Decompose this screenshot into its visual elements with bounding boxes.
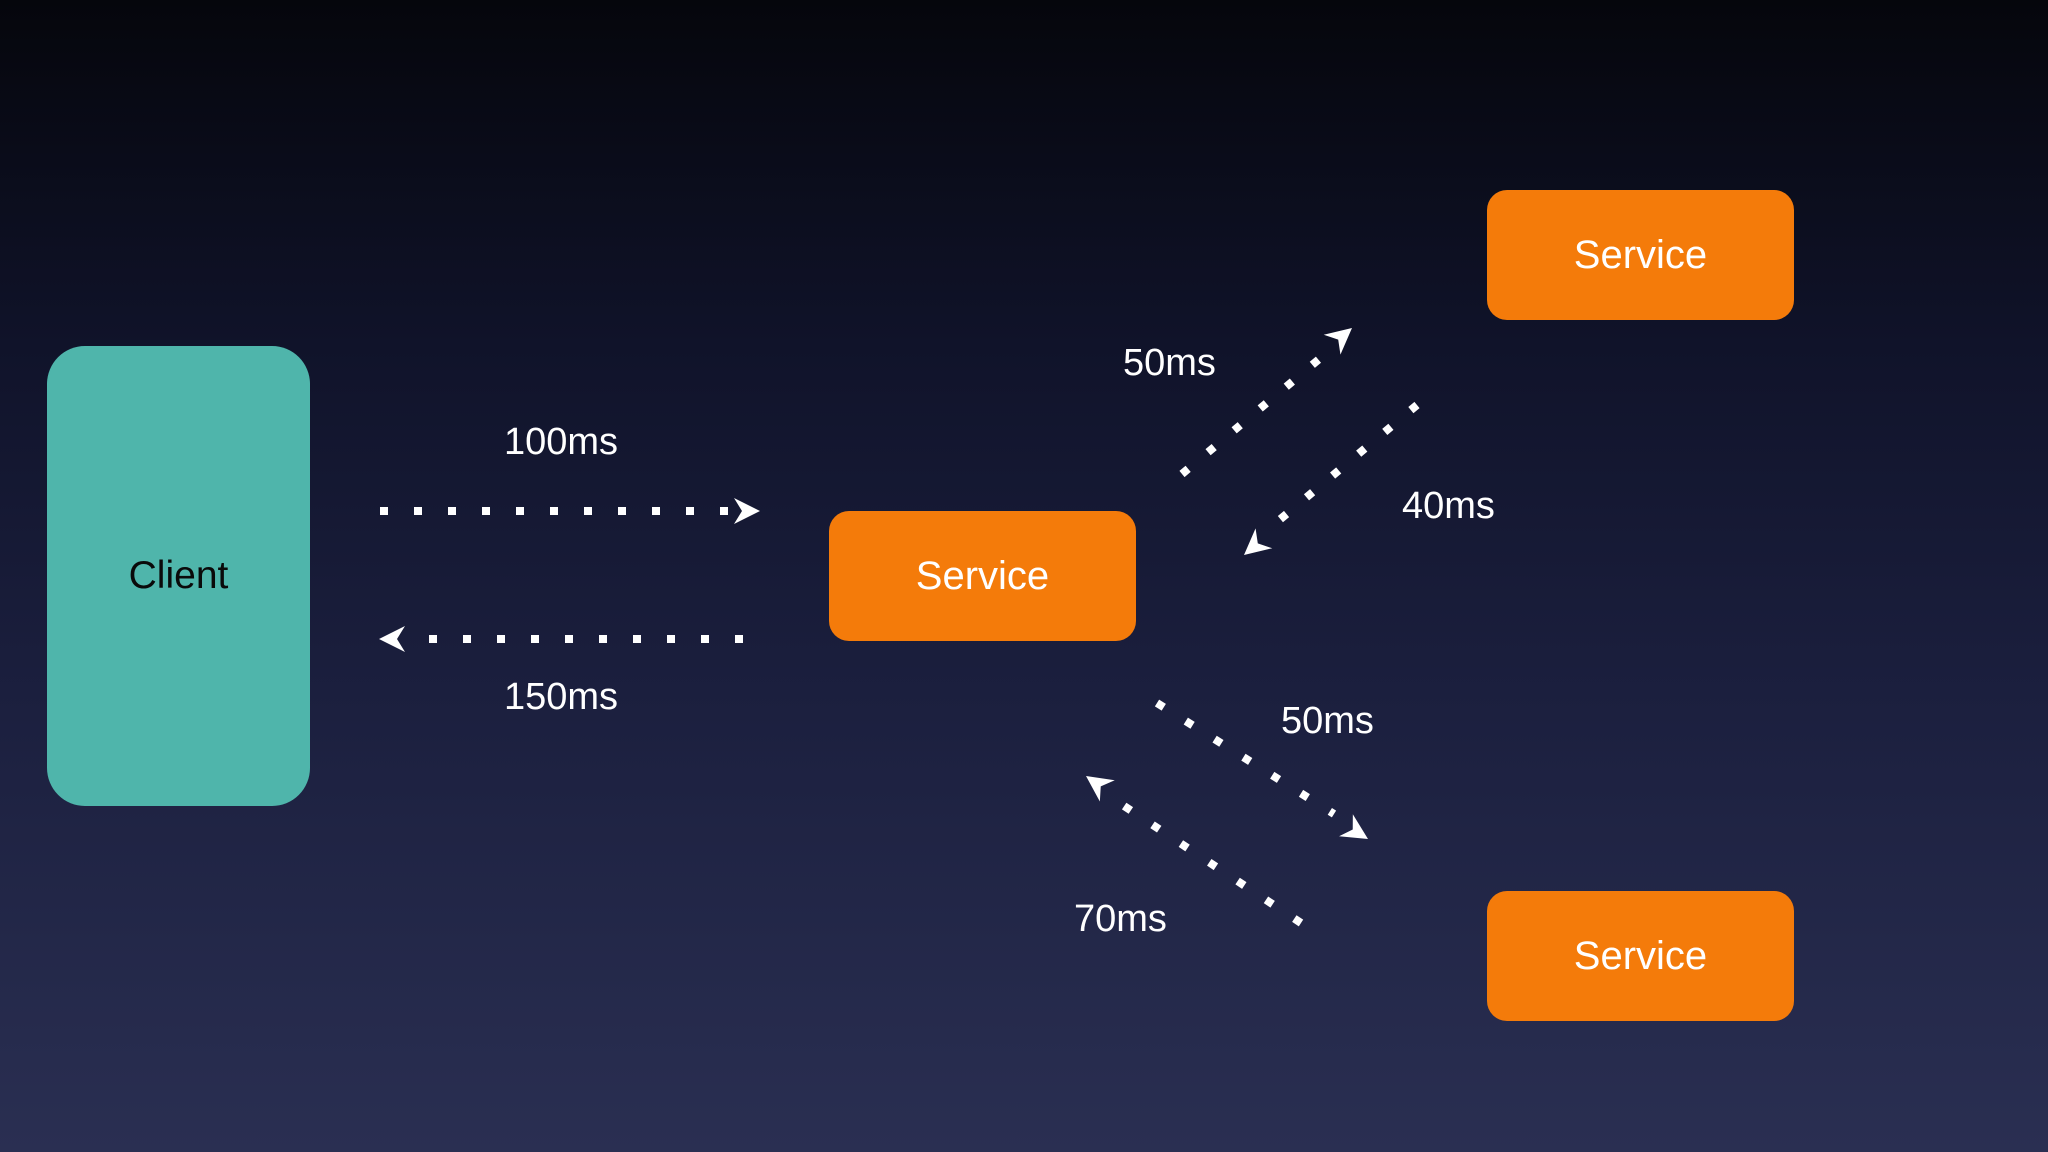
service-node-bottom: Service — [1487, 891, 1794, 1021]
service-node-center: Service — [829, 511, 1136, 641]
arrowhead-top-to-service — [1244, 528, 1273, 555]
arrowhead-service-to-bottom — [1339, 814, 1368, 839]
client-label: Client — [128, 554, 229, 597]
client-node: Client — [47, 346, 310, 806]
arrowhead-client-to-service — [734, 498, 760, 524]
service-top-label: Service — [1573, 232, 1708, 277]
arrowhead-bottom-to-service — [1086, 776, 1115, 802]
latency-client-to-service: 100ms — [504, 421, 619, 463]
arrow-top-to-service — [1262, 401, 1420, 536]
service-center-label: Service — [915, 553, 1050, 598]
arrowhead-service-to-client — [379, 626, 405, 652]
latency-bottom-to-service: 70ms — [1074, 898, 1167, 940]
service-node-top: Service — [1487, 190, 1794, 320]
latency-top-to-service: 40ms — [1402, 485, 1495, 527]
arrow-bottom-to-service — [1109, 794, 1304, 927]
arrowhead-service-to-top — [1323, 328, 1352, 355]
latency-service-to-bottom: 50ms — [1281, 700, 1374, 742]
service-bottom-label: Service — [1573, 933, 1708, 978]
latency-service-to-client: 150ms — [504, 676, 619, 718]
arrow-service-to-bottom — [1154, 699, 1337, 818]
latency-service-to-top: 50ms — [1123, 342, 1216, 384]
